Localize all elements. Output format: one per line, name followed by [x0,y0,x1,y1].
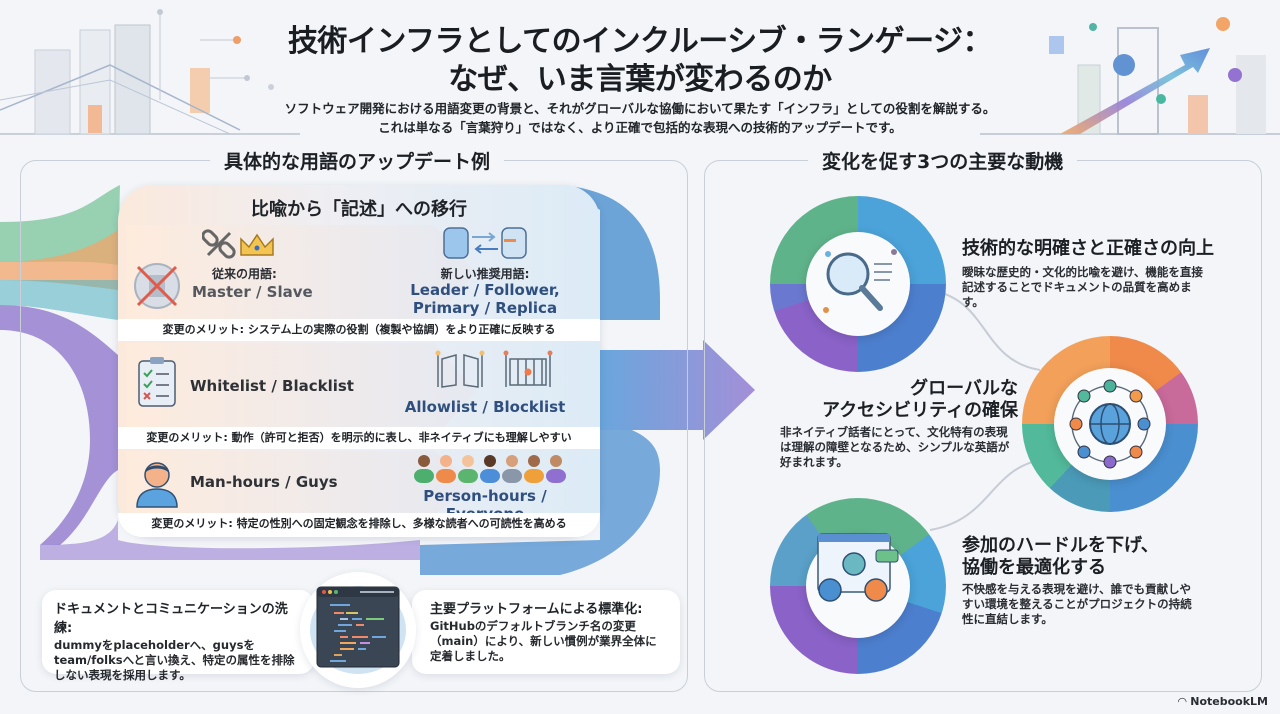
chain-icon [202,229,236,259]
magnifier-icon [823,249,897,313]
motive-body: 不快感を与える表現を避け、誰でも貢献しやすい環境を整えることがプロジェクトの持続… [962,582,1192,626]
motive-wheel-collaboration [770,498,946,674]
motive-wheel-accessibility [1022,336,1198,512]
city-illustration-right [980,17,1280,135]
info-card-platforms: 主要プラットフォームによる標準化: GitHubのデフォルトブランチ名の変更（m… [412,590,680,674]
page-title-line1: 技術インフラとしてのインクルーシブ・ランゲージ： [287,24,993,59]
new-term-line1: Leader / Follower, [410,281,560,299]
motive-body: 非ネイティブ話者にとって、文化特有の表現は理解の障壁となるため、シンプルな英語が… [780,425,1010,469]
city-illustration-left [0,9,300,135]
term-row: Whitelist / Blacklist Allowlist / Blockl… [118,343,600,439]
motive-wheel-clarity [770,196,946,372]
old-term: Man-hours / Guys [190,473,338,491]
database-sync-icon [443,227,527,259]
old-term: Whitelist / Blacklist [190,377,354,395]
right-panel-heading: 変化を促す3つの主要な動機 [808,147,1078,174]
collaboration-icon [817,533,899,602]
gate-icon [435,350,553,388]
term-row: Man-hours / Guys Person-hours / Everyone [118,451,600,523]
info-card-body: dummyをplaceholderへ、guysをteam/folksへと言い換え… [54,638,295,682]
new-term-label: 新しい推奨用語: [440,267,530,281]
brand-notebooklm: ◠ NotebookLM [1178,695,1268,708]
merit-text: 変更のメリット: 動作（許可と拒否）を明示的に表し、非ネイティブにも理解しやすい [118,427,600,449]
motive-body: 曖昧な歴史的・文化的比喩を避け、機能を直接記述することでドキュメントの品質を高め… [962,265,1203,309]
motive-title-line1: グローバルな [910,378,1018,399]
motive-title-line1: 参加のハードルを下げ、 [962,535,1159,556]
page-subtitle-line1: ソフトウェア開発における用語変更の背景と、それがグローバルな協働において果たす「… [284,101,996,116]
merit-text: 変更のメリット: 特定の性別への固定観念を排除し、多様な読者への可読性を高める [118,513,600,537]
motive-title-line2: 協働を最適化する [962,557,1106,578]
merit-text: 変更のメリット: システム上の実際の役割（複製や協調）をより正確に反映する [118,319,600,341]
term-update-card: 比喩から「記述」への移行 従来の用語: Master / Slave 新しい [118,185,600,537]
checklist-icon [138,357,176,407]
page-title-line2: なぜ、いま言葉が変わるのか [448,62,832,97]
left-panel-heading: 具体的な用語のアップデート例 [210,147,505,174]
info-card-title: ドキュメントとコミュニケーションの洗練: [54,602,288,636]
info-card-docs: ドキュメントとコミュニケーションの洗練: dummyをplaceholderへ、… [42,590,314,682]
central-arrow [600,340,755,440]
info-card-title: 主要プラットフォームによる標準化: [430,602,643,617]
diverse-group-icon [414,455,566,483]
page-subtitle-line2: これは単なる「言葉狩り」ではなく、より正確で包括的な表現への技術的アップデートで… [378,120,902,135]
crossed-out-master-icon [134,263,180,309]
new-term: Allowlist / Blocklist [404,398,566,416]
notebooklm-logo-icon: ◠ [1177,695,1191,708]
card-title: 比喩から「記述」への移行 [251,199,467,220]
code-icon-badge [300,572,416,688]
motive-title: 技術的な明確さと正確さの向上 [962,238,1214,259]
old-term-label: 従来の用語: [212,267,277,281]
code-editor-icon [316,586,400,668]
old-term: Master / Slave [192,283,313,301]
term-row: 従来の用語: Master / Slave 新しい推奨用語: Leader / … [118,225,600,321]
new-term-line2: Primary / Replica [412,299,558,317]
info-card-body: GitHubのデフォルトブランチ名の変更（main）により、新しい慣例が業界全体… [430,619,657,663]
motive-title-line2: アクセシビリティの確保 [821,400,1018,421]
global-network-icon [1069,379,1151,469]
brand-label: NotebookLM [1190,695,1268,708]
crown-icon [240,233,274,256]
person-icon [136,462,178,508]
